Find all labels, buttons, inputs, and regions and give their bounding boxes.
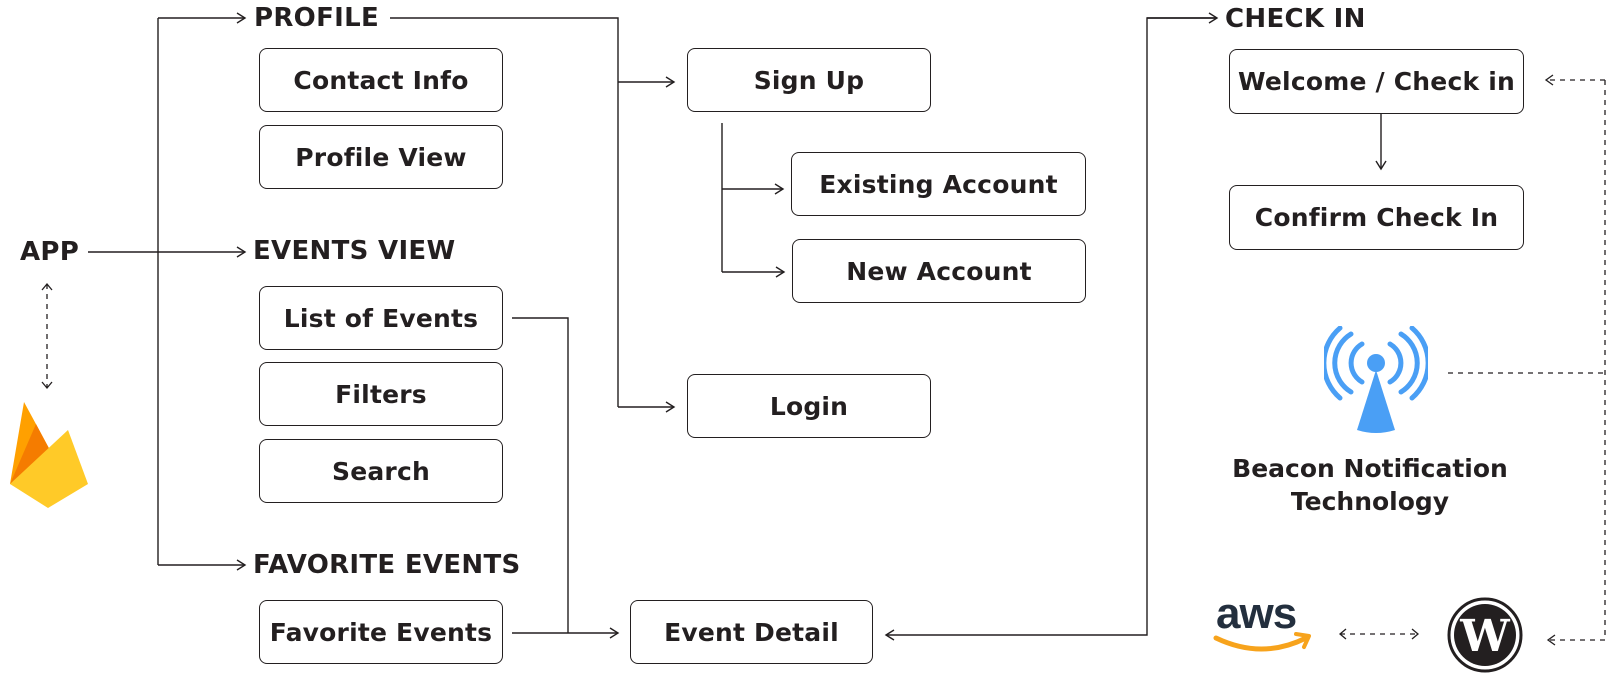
favorite-events-box[interactable]: Favorite Events xyxy=(259,600,503,664)
beacon-icon xyxy=(1321,325,1431,434)
wordpress-icon: W xyxy=(1446,596,1524,674)
login-box[interactable]: Login xyxy=(687,374,931,438)
section-title-favorite-events: FAVORITE EVENTS xyxy=(253,550,521,580)
app-label: APP xyxy=(20,237,80,267)
filters-box[interactable]: Filters xyxy=(259,362,503,426)
section-title-events-view: EVENTS VIEW xyxy=(253,236,456,266)
confirm-check-in-box[interactable]: Confirm Check In xyxy=(1229,185,1524,250)
existing-account-box[interactable]: Existing Account xyxy=(791,152,1086,216)
beacon-label: Beacon Notification Technology xyxy=(1220,452,1520,518)
connector-profile-branch xyxy=(390,17,619,407)
aws-logo-text: aws xyxy=(1216,589,1297,638)
search-box[interactable]: Search xyxy=(259,439,503,503)
section-title-profile: PROFILE xyxy=(254,3,380,33)
contact-info-box[interactable]: Contact Info xyxy=(259,48,503,112)
aws-logo-icon: aws xyxy=(1212,592,1316,664)
section-title-check-in: CHECK IN xyxy=(1225,4,1366,34)
sign-up-box[interactable]: Sign Up xyxy=(687,48,931,112)
welcome-check-in-box[interactable]: Welcome / Check in xyxy=(1229,49,1524,114)
profile-view-box[interactable]: Profile View xyxy=(259,125,503,189)
beacon-label-line1: Beacon Notification xyxy=(1232,454,1508,483)
connector-checkin-to-detail xyxy=(884,17,1215,641)
new-account-box[interactable]: New Account xyxy=(792,239,1086,303)
event-detail-box[interactable]: Event Detail xyxy=(630,600,873,664)
svg-text:W: W xyxy=(1459,611,1510,662)
firebase-icon xyxy=(8,398,90,512)
beacon-label-line2: Technology xyxy=(1290,487,1450,516)
list-of-events-box[interactable]: List of Events xyxy=(259,286,503,350)
connector-list-to-detail xyxy=(512,317,569,633)
